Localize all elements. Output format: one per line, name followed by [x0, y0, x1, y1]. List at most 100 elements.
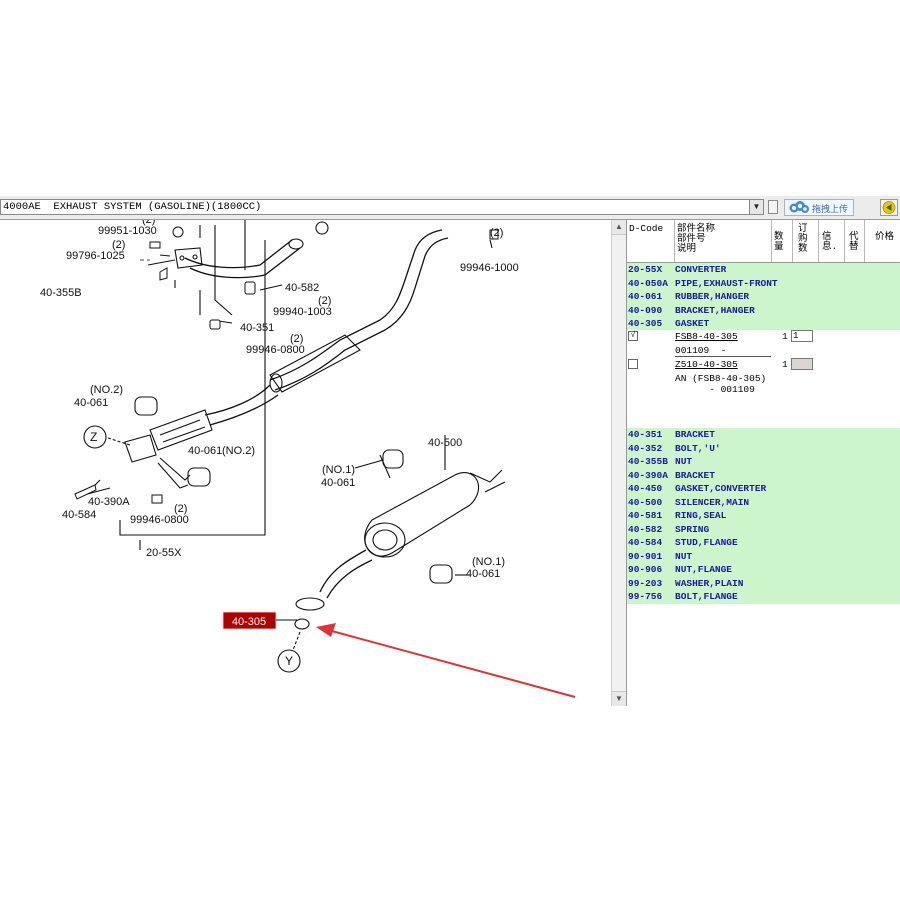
part-dcode: 99-756	[628, 591, 663, 602]
callout-label[interactable]: 99951-1030	[98, 225, 157, 237]
callout-label[interactable]: 40-061	[188, 445, 222, 457]
header-substitute[interactable]: 代 替	[845, 220, 865, 262]
part-name: PIPE,EXHAUST-FRONT	[675, 277, 778, 289]
part-dcode: 40-351	[628, 429, 663, 440]
variant-checkbox[interactable]	[628, 359, 638, 369]
callout-label[interactable]: (2)	[112, 239, 125, 251]
part-dcode: 40-355B	[628, 456, 668, 467]
callout-label[interactable]: (2)	[174, 503, 187, 515]
parts-table-row[interactable]: 99-756 BOLT,FLANGE	[627, 590, 900, 604]
order-qty-input[interactable]: 1	[791, 330, 813, 342]
callout-label[interactable]: 40-061	[466, 568, 500, 580]
callout-label[interactable]: 99940-1003	[273, 306, 332, 318]
variant-part-number[interactable]: Z510-40-305	[675, 359, 738, 370]
callout-label[interactable]: 99946-0800	[130, 514, 189, 526]
catalog-section-select[interactable]: 4000AE EXHAUST SYSTEM (GASOLINE)(1800CC)…	[0, 199, 764, 215]
highlighted-part-label: 40-305	[232, 616, 266, 628]
callout-label[interactable]: 40-584	[62, 509, 96, 521]
header-quantity[interactable]: 数 量	[772, 220, 793, 262]
part-name: WASHER,PLAIN	[675, 577, 744, 589]
callout-label[interactable]: (2)	[318, 295, 331, 307]
callout-label[interactable]: 99946-1000	[460, 262, 519, 274]
parts-list-pane: D-Code 部件名称 部件号 说明 数 量 订 购 数 信 息. 代 替 价格…	[627, 220, 900, 706]
part-name: BOLT,FLANGE	[675, 591, 738, 602]
part-dcode: 40-305	[628, 318, 663, 329]
callout-label[interactable]: (2)	[142, 220, 155, 226]
order-qty-input[interactable]	[791, 358, 813, 370]
part-name: NUT	[675, 550, 693, 562]
pane-divider[interactable]	[626, 220, 627, 706]
chevron-down-icon[interactable]: ▼	[749, 200, 763, 214]
callout-label[interactable]: 40-355B	[40, 287, 82, 299]
catalog-section-title: 4000AE EXHAUST SYSTEM (GASOLINE)(1800CC)	[3, 201, 262, 213]
callout-label[interactable]: 40-500	[428, 437, 462, 449]
callout-label[interactable]: 99946-0800	[246, 344, 305, 356]
header-order-qty[interactable]: 订 购 数	[793, 220, 819, 262]
variant-description: 001109 -	[675, 345, 727, 356]
callout-label[interactable]: 40-061	[74, 397, 108, 409]
part-dcode: 40-584	[628, 537, 663, 548]
callout-label[interactable]: (NO.1)	[472, 556, 505, 568]
callout-label[interactable]: Y	[285, 654, 293, 668]
header-dcode[interactable]: D-Code	[627, 220, 675, 262]
header-part-name[interactable]: 部件名称 部件号 说明	[675, 220, 772, 262]
part-dcode: 90-901	[628, 550, 663, 562]
part-name: NUT	[675, 456, 693, 467]
scroll-up-icon[interactable]: ▲	[612, 220, 626, 235]
callout-label[interactable]: 40-582	[285, 282, 319, 294]
variant-qty: 1	[782, 359, 788, 370]
red-pointer-arrow-icon	[316, 623, 336, 637]
title-bar: 4000AE EXHAUST SYSTEM (GASOLINE)(1800CC)…	[0, 196, 900, 220]
small-toolbar-button[interactable]	[768, 200, 778, 214]
part-name: CONVERTER	[675, 264, 727, 275]
callout-label[interactable]: (NO.1)	[322, 464, 355, 476]
part-name: SILENCER,MAIN	[675, 496, 750, 508]
parts-table-row[interactable]: 90-901 NUT	[627, 549, 900, 563]
callout-label[interactable]: (NO.2)	[90, 384, 123, 396]
part-variant-row[interactable]: √ FSB8-40-305 1 1 001109 -	[627, 330, 900, 357]
parts-table-row[interactable]: 40-355B NUT	[627, 455, 900, 469]
callout-label[interactable]: (NO.2)	[222, 445, 255, 457]
variant-part-number[interactable]: FSB8-40-305	[675, 331, 738, 342]
header-price[interactable]: 价格	[875, 231, 895, 242]
header-info[interactable]: 信 息.	[819, 220, 845, 262]
variant-checkbox[interactable]: √	[628, 331, 638, 341]
diagram-vertical-scrollbar[interactable]: ▲ ▼	[611, 220, 626, 706]
callout-label[interactable]: 99796-1025	[66, 250, 125, 262]
part-dcode: 40-061	[628, 291, 663, 302]
part-name: RING,SEAL	[675, 510, 727, 521]
parts-table-row[interactable]: 99-203 WASHER,PLAIN	[627, 576, 900, 590]
arrow-back-icon	[882, 201, 896, 214]
callout-label[interactable]: (2)	[490, 227, 503, 239]
part-dcode: 99-203	[628, 577, 663, 589]
scroll-down-icon[interactable]: ▼	[612, 691, 626, 706]
upload-button-label: 拖拽上传	[812, 204, 849, 214]
callout-label[interactable]: 40-390A	[88, 496, 130, 508]
back-nav-button[interactable]	[880, 199, 898, 216]
part-dcode: 40-581	[628, 510, 663, 521]
callout-label[interactable]: (2)	[290, 333, 303, 345]
callout-label[interactable]: 40-351	[240, 322, 274, 334]
part-dcode: 90-906	[628, 564, 663, 575]
drag-upload-button[interactable]: 拖拽上传	[784, 199, 854, 216]
callout-label[interactable]: 40-061	[321, 477, 355, 489]
parts-table-row[interactable]: 40-581 RING,SEAL	[627, 509, 900, 523]
callout-label[interactable]: Z	[90, 430, 97, 444]
part-variant-row[interactable]: Z510-40-305 1 AN (FSB8-40-305) - 001109	[627, 358, 900, 400]
callout-label[interactable]: 20-55X	[146, 547, 182, 559]
view-z-marker	[83, 425, 107, 449]
